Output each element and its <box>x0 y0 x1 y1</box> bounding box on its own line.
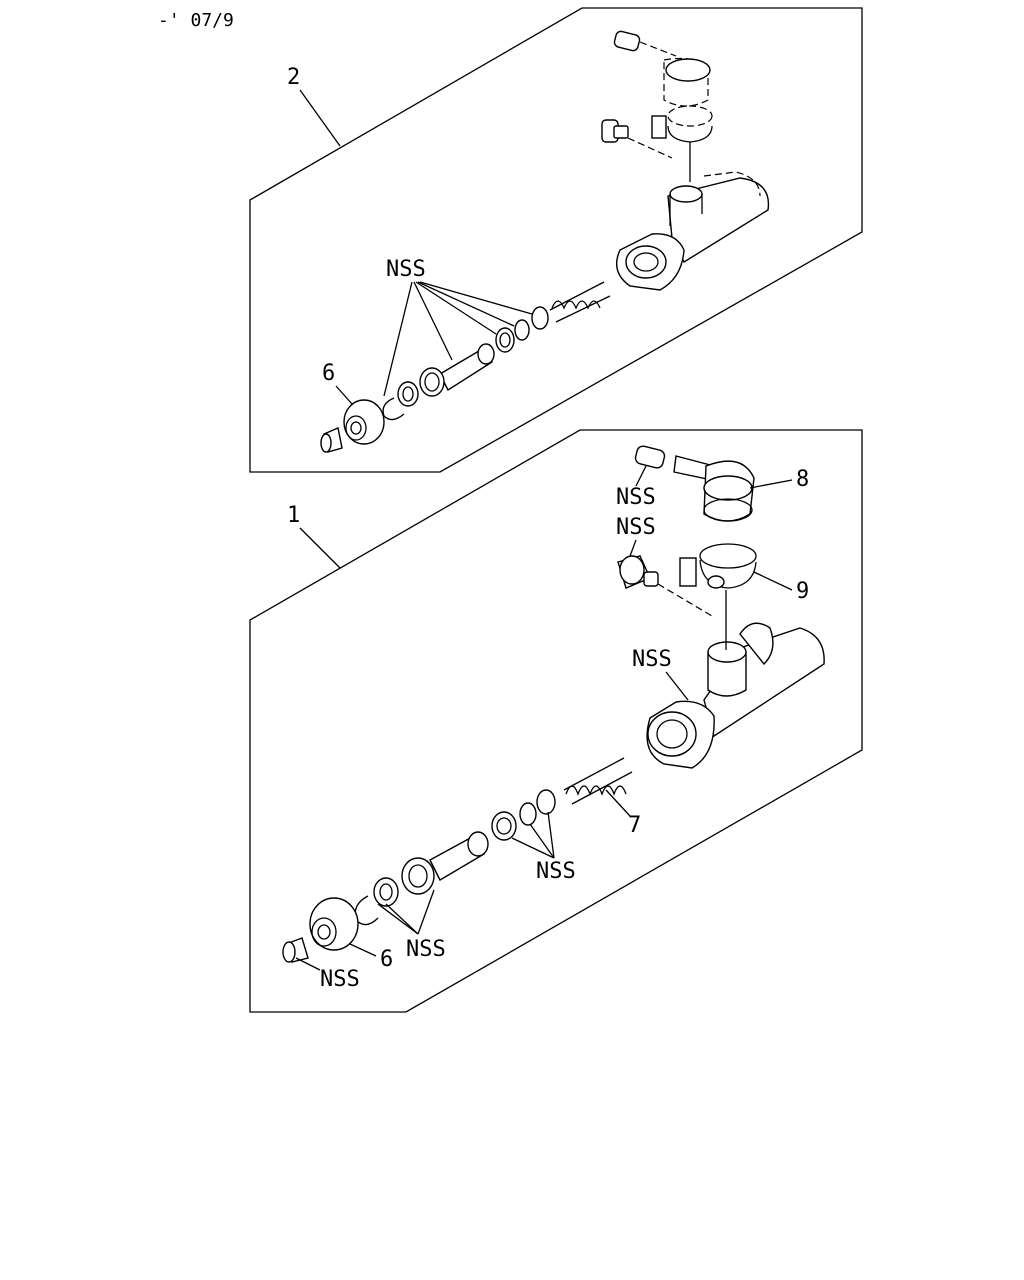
piston <box>397 343 495 407</box>
nss-fitting-leader <box>635 465 647 487</box>
assembly-1-leader <box>299 527 341 569</box>
assembly-2-ref: 2 <box>287 65 300 90</box>
pushrod <box>320 427 343 453</box>
assembly-1-frame <box>249 429 863 1013</box>
assembly-2-frame <box>249 7 863 473</box>
seals <box>495 306 549 353</box>
assembly-1-part-6-leader <box>349 943 377 957</box>
assembly-2-part-6-leader <box>335 385 353 405</box>
piston <box>373 831 489 907</box>
nss-bleeder-leader <box>629 539 637 557</box>
piston-cap <box>343 399 385 445</box>
assembly-2-leader <box>299 89 341 147</box>
part-9-label: 9 <box>796 579 809 604</box>
cylinder-body <box>646 622 825 769</box>
reservoir-fitting <box>613 30 711 107</box>
piston-cap <box>309 897 359 951</box>
spring <box>549 281 611 323</box>
part-7-label: 7 <box>628 813 641 838</box>
assembly-1-part-6-label: 6 <box>380 947 393 972</box>
bleeder-screw <box>617 555 713 617</box>
assembly-2-part-6-label: 6 <box>322 361 335 386</box>
nss-body-label: NSS <box>632 647 672 672</box>
nss-pushrod-label: NSS <box>320 967 360 992</box>
clamp <box>651 105 713 182</box>
part-8-leader <box>749 479 793 489</box>
nss-piston-leaders <box>377 889 435 935</box>
assembly-1: 1 <box>249 429 863 1013</box>
part-9-leader <box>753 571 793 591</box>
assembly-2-nss-leaders <box>383 281 533 397</box>
assembly-2-nss-label: NSS <box>386 257 426 282</box>
part-7-leader <box>605 789 631 817</box>
snap-ring <box>354 895 379 926</box>
nss-bleeder-label: NSS <box>616 515 656 540</box>
bleeder-screw <box>601 119 673 159</box>
nss-body-leader <box>665 671 689 701</box>
assembly-1-ref: 1 <box>287 503 300 528</box>
nss-piston-label: NSS <box>406 937 446 962</box>
header-code: -' 07/9 <box>158 10 234 31</box>
spring <box>563 757 633 805</box>
part-8-label: 8 <box>796 467 809 492</box>
assembly-2: 2 <box>249 7 863 473</box>
nss-seals-label: NSS <box>536 859 576 884</box>
nss-fitting-label: NSS <box>616 485 656 510</box>
seals <box>491 789 556 841</box>
cylinder-body <box>616 171 770 291</box>
clamp <box>679 543 757 650</box>
pushrod <box>282 937 309 963</box>
nss-seals-leaders <box>511 811 555 859</box>
nss-pushrod-leader <box>295 957 321 971</box>
